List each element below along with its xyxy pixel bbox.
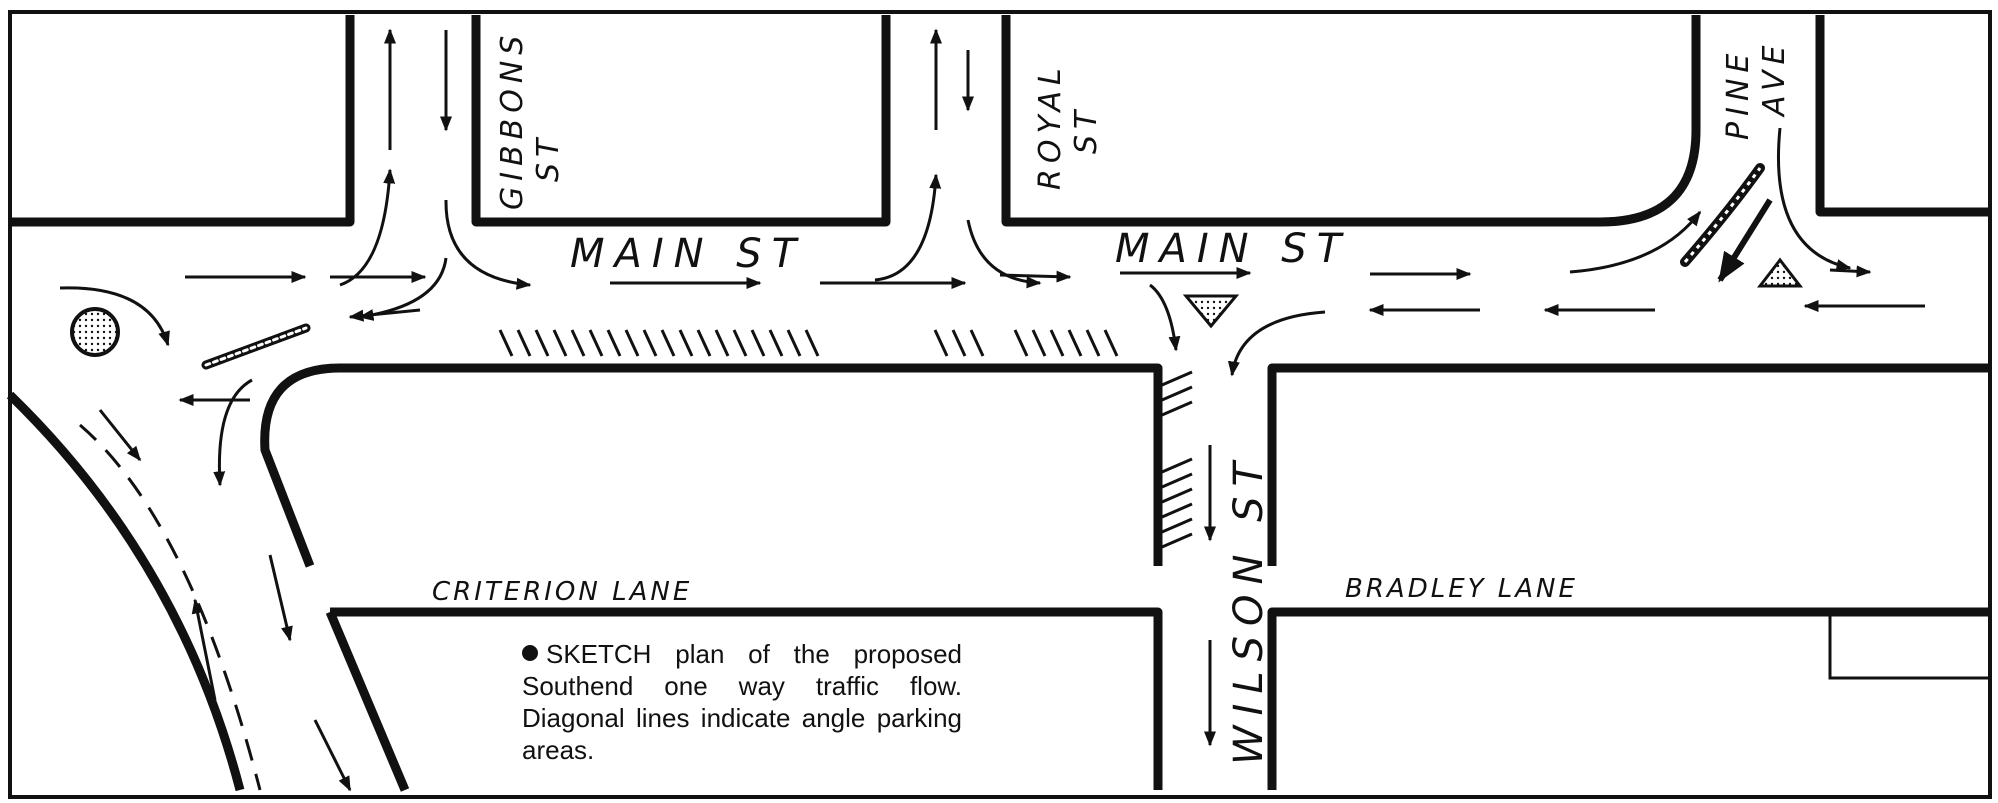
traffic-circle-icon	[70, 307, 120, 357]
block-northwest	[10, 15, 355, 227]
block-east-notch	[1828, 612, 1988, 680]
highway-west-curb	[6, 391, 245, 792]
map-caption: SKETCH plan of the proposed Southend one…	[522, 638, 962, 766]
street-label-main-west: MAIN ST	[570, 231, 806, 277]
street-label-bradley: BRADLEY LANE	[1345, 574, 1578, 604]
yield-triangle-icon	[1182, 294, 1240, 329]
yield-triangle-icon-pine	[1756, 257, 1804, 288]
street-label-pine: PINE AVE	[1721, 32, 1792, 140]
block-royal-pine	[1001, 15, 1701, 227]
block-gibbons-royal	[471, 15, 891, 227]
block-east-upper	[1267, 363, 1988, 566]
bullet-icon	[522, 645, 538, 661]
street-label-criterion: CRITERION LANE	[432, 577, 692, 607]
pine-ave-arrow	[1717, 198, 1773, 283]
angle-parking-main-st	[498, 329, 1119, 357]
street-label-gibbons: GIBBONS ST	[495, 14, 566, 210]
block-east-lower	[1267, 607, 1988, 790]
block-south-center	[260, 363, 1163, 568]
highway-centerline	[79, 423, 262, 791]
direction-arrows	[59, 28, 1925, 792]
map-frame	[8, 10, 1992, 799]
caption-text: SKETCH plan of the proposed Southend one…	[522, 639, 962, 765]
block-northeast	[1815, 15, 1988, 217]
street-label-wilson: WILSON ST	[1226, 452, 1272, 765]
block-southwest-corner	[325, 610, 410, 792]
street-label-main-east: MAIN ST	[1115, 226, 1351, 272]
street-label-royal: ROYAL ST	[1033, 47, 1104, 190]
angle-parking-wilson-st	[1161, 370, 1193, 549]
block-southwest	[330, 607, 1163, 790]
